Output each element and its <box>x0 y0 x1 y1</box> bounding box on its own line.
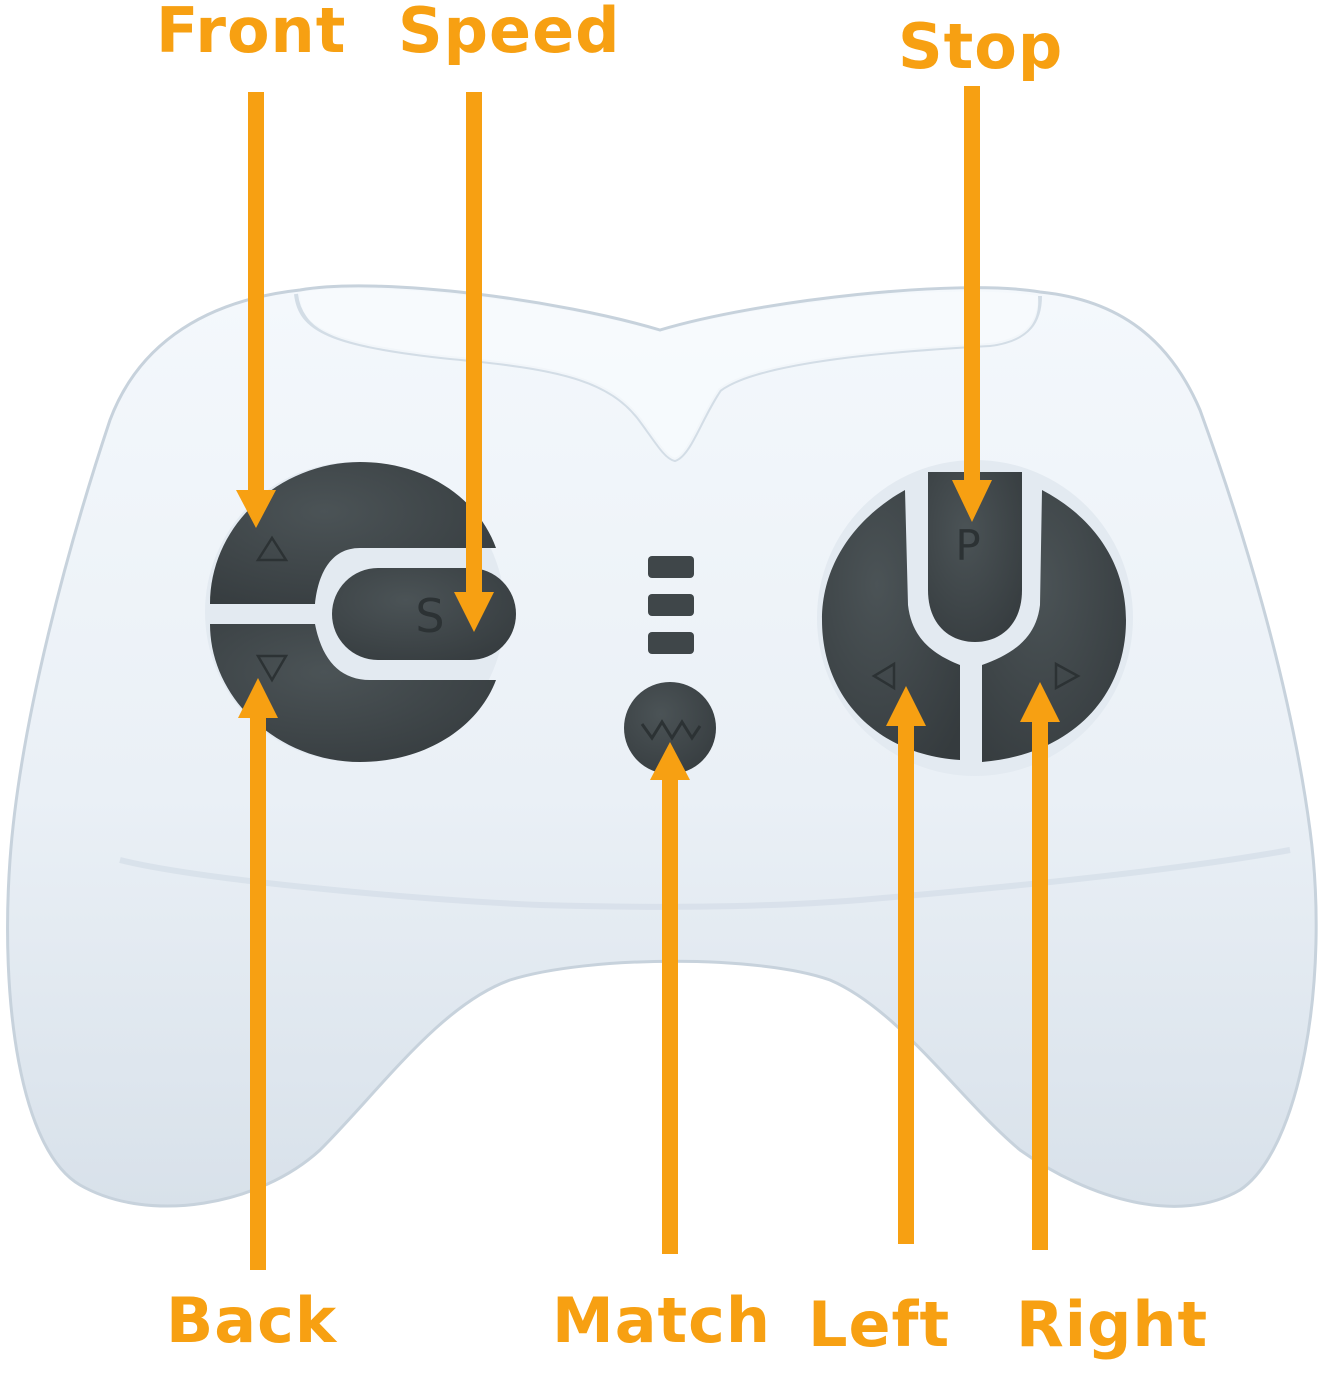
indicator-led-3 <box>648 632 694 654</box>
match-arrow <box>650 742 690 1254</box>
match-button[interactable] <box>624 682 716 774</box>
left-arrow <box>886 686 926 1244</box>
front-button[interactable] <box>210 462 496 604</box>
down-triangle-icon <box>255 654 289 683</box>
back-label: Back <box>166 1284 338 1357</box>
right-dpad: P <box>817 460 1133 776</box>
indicator-leds <box>648 556 694 654</box>
left-label: Left <box>808 1288 951 1361</box>
indicator-led-1 <box>648 556 694 578</box>
speed-label: Speed <box>398 0 621 67</box>
left-triangle-icon <box>871 661 896 691</box>
back-arrow <box>238 678 278 1270</box>
right-button[interactable] <box>982 490 1126 762</box>
left-button[interactable] <box>822 490 960 760</box>
right-arrow <box>1020 682 1060 1250</box>
stop-button[interactable] <box>928 472 1022 642</box>
controller-top-band <box>300 288 1039 460</box>
front-label: Front <box>156 0 347 67</box>
speed-glyph: S <box>415 589 444 643</box>
stop-label: Stop <box>898 10 1064 83</box>
front-arrow <box>236 92 276 528</box>
back-button[interactable] <box>210 624 496 762</box>
controller-lower-contour <box>119 847 1291 910</box>
speed-arrow <box>454 92 494 632</box>
up-triangle-icon <box>255 535 289 562</box>
stop-arrow <box>952 86 992 522</box>
left-dpad: S <box>205 462 516 762</box>
right-triangle-icon <box>1054 661 1081 691</box>
indicator-led-2 <box>648 594 694 616</box>
wave-icon <box>640 719 702 741</box>
stop-glyph: P <box>955 521 980 570</box>
callout-arrows <box>236 86 1060 1270</box>
match-label: Match <box>552 1284 772 1357</box>
right-label: Right <box>1016 1288 1209 1361</box>
